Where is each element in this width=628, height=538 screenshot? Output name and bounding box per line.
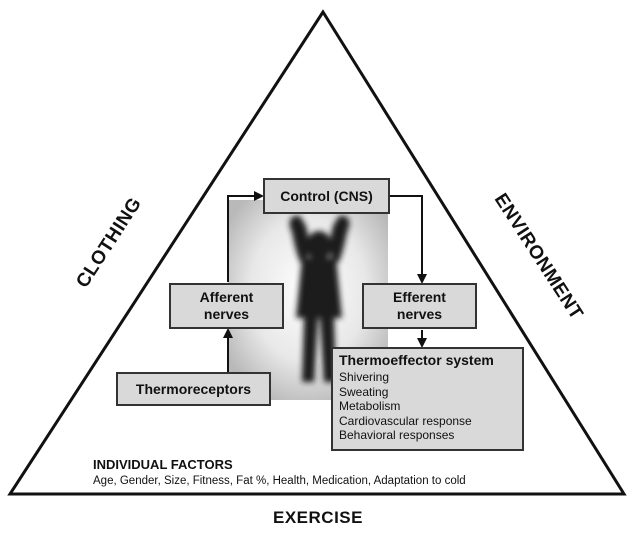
efferent-nerves-box: Efferent nerves (362, 283, 477, 329)
triangle-outline (7, 9, 627, 496)
afferent-label-line2: nerves (203, 306, 250, 322)
thermoeffector-item: Metabolism (339, 399, 401, 413)
thermoeffector-system-box: Thermoeffector system Shivering Sweating… (331, 347, 524, 451)
person-silhouette (289, 215, 350, 382)
thermoeffector-item: Shivering (339, 370, 390, 384)
exercise-label: EXERCISE (273, 508, 363, 527)
individual-factors-title: INDIVIDUAL FACTORS (93, 457, 233, 472)
control-cns-label: Control (CNS) (280, 187, 373, 204)
thermoeffector-title: Thermoeffector system (339, 352, 494, 368)
thermoreceptors-label: Thermoreceptors (135, 380, 252, 397)
thermoeffector-item: Sweating (339, 384, 389, 399)
afferent-label-line1: Afferent (199, 289, 254, 305)
control-cns-box: Control (CNS) (263, 178, 390, 214)
afferent-nerves-box: Afferent nerves (169, 283, 284, 329)
flow-arrows (223, 191, 427, 372)
thermoreceptors-box: Thermoreceptors (116, 372, 271, 406)
thermoeffector-item: Cardiovascular response (339, 413, 472, 428)
individual-factors-text: Age, Gender, Size, Fitness, Fat %, Healt… (93, 475, 466, 487)
efferent-label-line1: Efferent (393, 289, 446, 305)
thermoeffector-item: Behavioral responses (339, 428, 455, 442)
efferent-label-line2: nerves (396, 306, 443, 322)
